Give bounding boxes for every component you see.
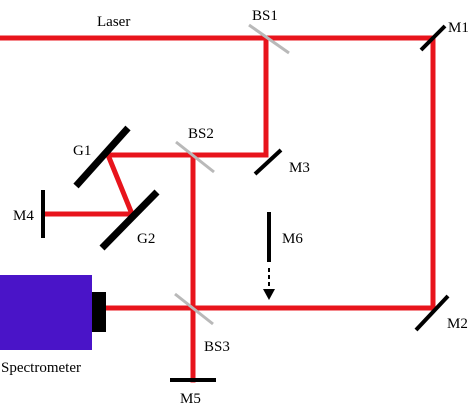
label-g1: G1 [73, 143, 91, 159]
spectrometer [0, 275, 106, 350]
beam-splitter-bs3 [174, 292, 214, 326]
label-m3: M3 [289, 160, 310, 176]
label-spectrometer: Spectrometer [1, 360, 81, 376]
label-m5: M5 [180, 391, 201, 407]
mirror-m3 [253, 148, 283, 176]
beam-g1-g2-m4 [42, 151, 136, 217]
beam-splitter-bs2 [175, 140, 215, 174]
label-m1: M1 [448, 20, 469, 36]
label-m2: M2 [447, 316, 468, 332]
labels: Laser BS1 M1 G1 BS2 M3 M4 G2 M6 M2 Spect… [1, 8, 469, 407]
label-bs3: BS3 [204, 339, 230, 355]
m6-arrow-head [263, 289, 275, 300]
mirror-m1 [419, 24, 447, 52]
m6-insert-arrow [263, 268, 275, 300]
grating-g1 [73, 125, 131, 189]
beam-splitters [174, 23, 290, 326]
beam-splitter-bs1 [248, 23, 290, 55]
label-bs2: BS2 [188, 126, 214, 142]
label-bs1: BS1 [252, 8, 278, 24]
beam-paths [0, 35, 436, 383]
grating-g2 [99, 189, 160, 251]
label-m6: M6 [282, 231, 303, 247]
mirror-m2 [414, 294, 450, 332]
label-g2: G2 [137, 231, 155, 247]
gratings [73, 125, 160, 251]
spectrometer-port [92, 292, 106, 332]
mirrors [41, 24, 450, 382]
spectrometer-body [0, 275, 92, 350]
label-m4: M4 [13, 208, 34, 224]
label-laser: Laser [97, 14, 130, 30]
